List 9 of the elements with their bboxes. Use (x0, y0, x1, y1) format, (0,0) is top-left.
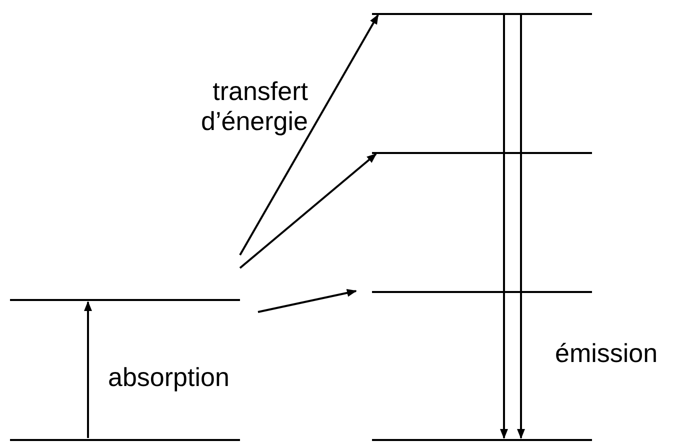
arrow (239, 153, 377, 269)
arrow (239, 14, 379, 256)
arrow (84, 301, 92, 438)
label: transfert d’énergie (200, 76, 308, 136)
arrow (500, 15, 508, 439)
arrow (517, 15, 525, 439)
arrow (258, 288, 357, 313)
label: émission (555, 338, 658, 368)
label: absorption (108, 362, 230, 392)
